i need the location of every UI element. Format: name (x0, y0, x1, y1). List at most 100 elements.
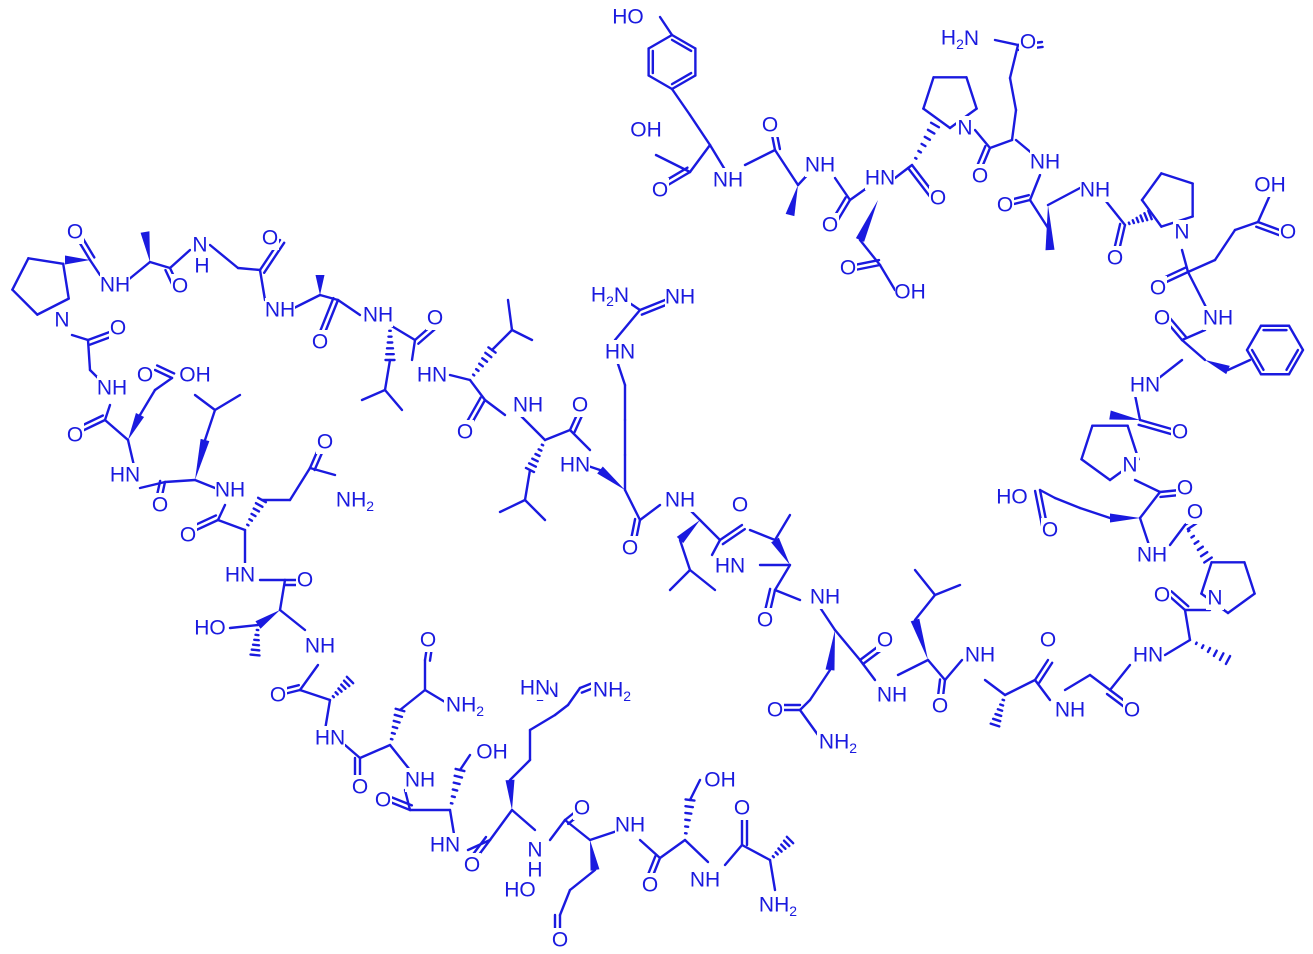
label-knockout (1203, 306, 1233, 330)
hydroxyl-label: HO (194, 617, 226, 640)
bond (688, 778, 702, 802)
label-knockout (1153, 306, 1171, 330)
bond (1140, 198, 1163, 228)
bond (510, 328, 534, 342)
stereo-hash (1218, 652, 1225, 662)
label-knockout (315, 726, 345, 750)
label-knockout (180, 363, 210, 387)
stereo-hash (393, 713, 404, 719)
carbonyl-o-label: O (457, 421, 473, 444)
label-knockout (731, 493, 749, 517)
stereo-hash (453, 774, 464, 779)
bond-layer (11, 15, 1305, 937)
label-knockout (109, 316, 127, 340)
stereo-wedge (128, 413, 145, 440)
stereo-wedge (590, 840, 600, 871)
bond (528, 713, 557, 732)
carboxyl-ho-label: HO (504, 879, 536, 902)
bond (558, 888, 572, 917)
bond (670, 87, 692, 117)
amide-n-label: N (192, 234, 207, 257)
label-knockout (997, 485, 1027, 509)
label-knockout (151, 493, 169, 517)
bond (718, 523, 744, 542)
bond (1010, 108, 1018, 142)
bond (1133, 478, 1162, 494)
label-knockout (1080, 178, 1110, 202)
stereo-hash (1147, 209, 1153, 221)
label-knockout (615, 813, 645, 837)
stereo-hash (913, 156, 918, 160)
bond (670, 33, 697, 50)
label-knockout (713, 168, 743, 192)
bond (658, 15, 674, 37)
bond (236, 266, 262, 272)
label-knockout (417, 363, 447, 387)
bond (148, 260, 172, 270)
label-knockout (456, 420, 474, 444)
label-knockout (53, 308, 71, 332)
stereo-hash (771, 854, 776, 859)
carbonyl-o-label: O (352, 776, 368, 799)
bond (383, 388, 404, 412)
stereo-wedge (597, 466, 625, 490)
bond (518, 413, 547, 442)
bond (383, 358, 392, 392)
stereo-hash (345, 675, 355, 685)
bond (668, 568, 692, 592)
bond (1186, 258, 1217, 274)
bond (508, 758, 532, 782)
amide-nh-label: NH (215, 479, 245, 502)
bond (568, 868, 597, 892)
bond (698, 518, 722, 542)
guanidine-hn-label: HN (520, 677, 550, 700)
label-knockout (179, 523, 197, 547)
carbonyl-o-label: O (572, 394, 588, 417)
bond (318, 293, 340, 302)
bond (403, 788, 412, 812)
bond (36, 297, 70, 316)
amide-n-label: N (527, 839, 542, 862)
carbonyl-o-label: O (1187, 501, 1203, 524)
carbonyl-o-label: O (1020, 31, 1036, 54)
stereo-hash (534, 452, 541, 458)
bond (1063, 673, 1092, 692)
bond (410, 338, 417, 362)
carbonyl-o-label: O (137, 364, 153, 387)
carbonyl-o-label: O (732, 494, 748, 517)
bond (973, 128, 992, 150)
label-knockout (477, 740, 507, 764)
bond (278, 608, 307, 632)
bond (748, 528, 777, 542)
bond (103, 403, 112, 422)
label-knockout (1279, 220, 1297, 244)
stereo-wedge (1109, 410, 1140, 420)
amide-nh-label: NH (100, 274, 130, 297)
bond (638, 298, 667, 312)
bond (666, 170, 692, 187)
stereo-hash (531, 457, 539, 463)
bond (336, 298, 362, 317)
bond (1180, 248, 1190, 274)
label-knockout (573, 796, 591, 820)
bond (1046, 186, 1082, 207)
stereo-hash (477, 362, 485, 368)
carbonyl-o-label: O (757, 609, 773, 632)
amide-nh-label: NH (305, 635, 335, 658)
label-knockout (971, 164, 989, 188)
amide-hn-label: HN (865, 167, 895, 190)
bond (688, 568, 717, 592)
bond (88, 258, 102, 277)
imine-nh-label: NH (665, 286, 695, 309)
bond (743, 148, 777, 167)
carbonyl-o-label: O (152, 494, 168, 517)
bond (983, 678, 1007, 697)
label-knockout (665, 488, 695, 512)
stereo-wedge (255, 610, 280, 629)
carbonyl-o-label: O (1177, 477, 1193, 500)
bond (1138, 418, 1177, 432)
stereo-hash (920, 142, 927, 148)
stereo-hash (991, 717, 1002, 723)
label-knockout (296, 568, 314, 592)
stereo-hash (451, 788, 459, 792)
